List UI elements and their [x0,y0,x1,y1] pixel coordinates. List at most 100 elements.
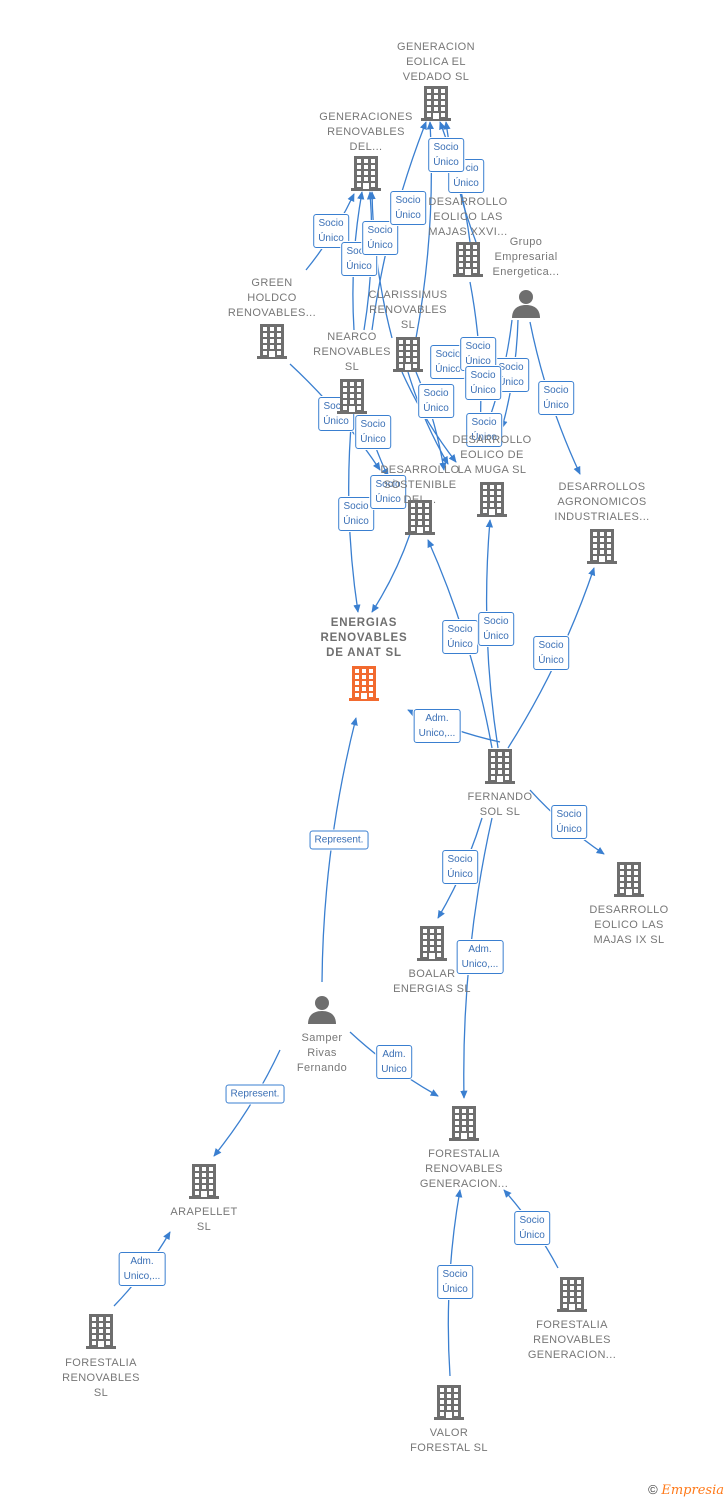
node-label-line: SOSTENIBLE [383,479,457,491]
node-label-arapellet[interactable]: ARAPELLET SL [170,1205,237,1235]
node-label-line: FERNANDO [467,791,533,803]
edge-label-line: Adm. [382,1049,406,1060]
company-building-icon[interactable] [475,480,509,523]
edge-label-line: Único [498,377,524,388]
node-label-line: FORESTAL SL [410,1442,488,1454]
edge-clarissimus-to-sostenible [407,371,449,465]
node-label-line: SOL SL [479,806,521,818]
edge-label-adm-unico[interactable]: Adm.Unico,... [118,1252,166,1286]
node-label-line: SL [196,1221,212,1233]
company-building-icon[interactable] [415,924,449,967]
node-label-line: MAJAS IX SL [593,934,665,946]
edge-label-line: Unico,... [123,1271,161,1282]
edge-samper-to-arapellet [213,1049,281,1157]
company-building-icon[interactable] [84,1312,118,1355]
edge-label-adm-unico[interactable]: Adm.Unico,... [413,709,461,743]
edge-sostenible-to-anat [371,533,411,613]
node-label-line: SL [344,361,360,373]
company-building-icon[interactable] [585,527,619,570]
edge-label-line: Único [343,516,369,527]
node-label-line: RENOVABLES [369,304,447,316]
edge-label-represent[interactable]: Represent. [309,830,369,850]
node-label-line: SL [400,319,416,331]
edge-label-line: Socio [471,417,497,428]
company-building-icon[interactable] [349,154,383,197]
edge-label-line: Único [470,385,496,396]
node-label-line: DESARROLLO [589,904,669,916]
edge-samper-to-anat [321,717,358,983]
edge-label-line: Único [447,869,473,880]
company-building-icon[interactable] [403,498,437,541]
company-building-icon[interactable] [255,322,289,365]
node-label-line: FORESTALIA [428,1148,500,1160]
company-building-icon[interactable] [483,747,517,790]
node-label-fernando[interactable]: FERNANDO SOL SL [468,790,533,820]
edge-label-line: Único [471,432,497,443]
edge-label-represent[interactable]: Represent. [225,1084,285,1104]
edge-label-line: Único [375,494,401,505]
edge-clarissimus-to-sostenible [401,371,457,463]
edge-label-line: Socio [367,225,393,236]
company-building-icon[interactable] [447,1104,481,1147]
company-building-icon[interactable] [612,860,646,903]
edge-label-line: Socio [447,854,473,865]
company-building-icon[interactable] [187,1162,221,1205]
company-building-icon[interactable] [432,1383,466,1426]
edge-label-line: Adm. [425,713,449,724]
node-label-line: DESARROLLO [452,434,532,446]
node-label-line: RENOVABLES... [227,307,317,319]
node-label-line: ARAPELLET [170,1206,238,1218]
edge-label-line: Socio [318,218,344,229]
company-building-icon[interactable] [335,377,369,420]
person-icon[interactable] [306,993,338,1030]
company-building-icon[interactable] [419,84,453,127]
edge-label-adm-unico[interactable]: Adm.Unico [376,1045,412,1079]
node-label-line: Empresarial [494,251,558,263]
edge-label-line: Socio [343,501,369,512]
edge-label-adm-unico[interactable]: Adm.Unico,... [456,940,504,974]
company-building-icon[interactable] [451,240,485,283]
company-building-icon[interactable] [555,1275,589,1318]
person-icon[interactable] [510,287,542,324]
main-company-building-icon[interactable] [347,664,381,707]
edge-label-line: Socio [433,142,459,153]
company-building-icon[interactable] [391,335,425,378]
